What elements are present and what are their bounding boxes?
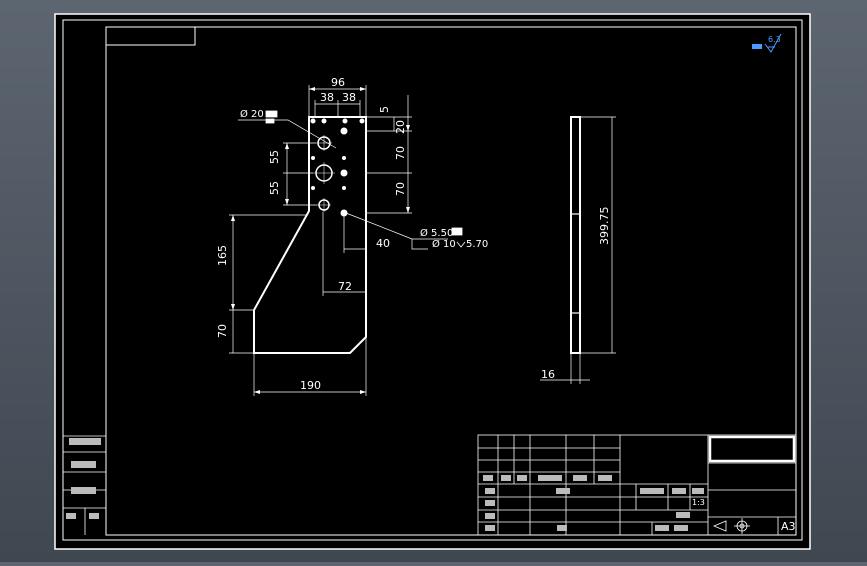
front-view-dimensions	[229, 85, 448, 396]
dim-inner-40: 40	[376, 237, 390, 250]
note-large-hole: Ø 20	[240, 108, 264, 120]
roughness-value: 6.3	[768, 35, 781, 44]
scale-value: 1:3	[692, 498, 705, 507]
outer-border	[62, 19, 803, 541]
dim-vertical-lower: 70	[394, 182, 407, 196]
dim-left-lower: 55	[268, 181, 281, 195]
drawing-sheet	[54, 13, 811, 550]
dim-height-70: 70	[216, 324, 229, 338]
drawing-number-box	[105, 26, 196, 46]
dim-side-thickness: 16	[541, 368, 555, 381]
side-view	[540, 116, 616, 384]
surface-roughness-symbol: 6.3	[752, 33, 782, 53]
dim-hole-spacing-left: 38	[320, 91, 334, 104]
left-margin-blocks	[63, 435, 106, 535]
title-block-labels	[483, 475, 704, 531]
small-holes	[310, 118, 365, 217]
dim-height-165: 165	[216, 245, 229, 266]
note-small-hole-2: Ø 10	[432, 238, 456, 250]
dim-top-offset: 5	[378, 106, 391, 113]
side-view-outline	[570, 116, 581, 354]
dim-top-hole: 20	[394, 120, 407, 134]
dim-side-length: 399.75	[598, 207, 611, 246]
dim-left-upper: 55	[268, 150, 281, 164]
counterbore-symbols	[265, 110, 466, 248]
dimension-arrows	[231, 87, 410, 394]
dim-inner-72: 72	[338, 280, 352, 293]
roughness-label	[752, 44, 762, 49]
note-small-hole-2-depth: 5.70	[466, 239, 488, 250]
title-block	[477, 434, 797, 536]
sheet-size: A3	[781, 520, 796, 533]
dim-hole-spacing-right: 38	[342, 91, 356, 104]
dim-vertical-upper: 70	[394, 146, 407, 160]
dim-total-width: 96	[331, 76, 345, 89]
front-view	[253, 116, 367, 354]
drawing-title-box	[708, 435, 796, 463]
inner-frame	[105, 26, 797, 536]
dim-bottom-width: 190	[300, 379, 321, 392]
projection-symbol	[712, 518, 750, 534]
note-small-hole-1: Ø 5.50	[420, 227, 453, 239]
front-view-outline	[253, 116, 367, 354]
